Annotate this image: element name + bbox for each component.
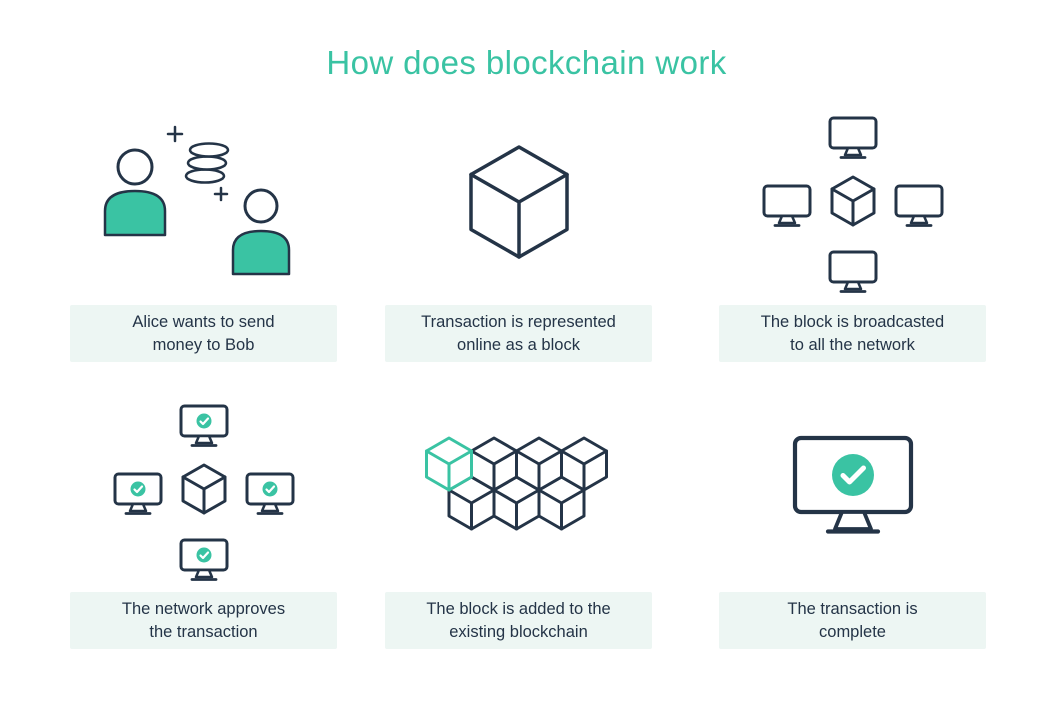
caption-line: money to Bob — [152, 335, 255, 354]
caption-line: The network approves — [121, 599, 286, 618]
network-approved-icon — [113, 404, 294, 581]
caption-line: Transaction is represented — [421, 312, 616, 331]
caption-line: online as a block — [457, 335, 580, 354]
panel-broadcast: The block is broadcasted to all the netw… — [719, 98, 986, 362]
monitor-check-icon — [792, 435, 913, 534]
caption-line: to all the network — [790, 335, 915, 354]
icon-area — [385, 98, 652, 305]
block-cube-icon — [468, 144, 569, 259]
page-title: How does blockchain work — [326, 44, 727, 81]
caption-line: The block is broadcasted — [760, 312, 945, 331]
caption-box: The block is broadcasted to all the netw… — [719, 305, 986, 362]
caption-box: The block is added to the existing block… — [385, 592, 652, 649]
caption-box: The network approves the transaction — [70, 592, 337, 649]
blockchain-cubes-icon — [424, 436, 608, 531]
people-coins-icon — [103, 125, 290, 275]
icon-area — [385, 388, 652, 592]
icon-area — [70, 98, 337, 305]
icon-area — [719, 98, 986, 305]
caption-line: the transaction — [149, 622, 258, 641]
caption-box: The transaction is complete — [719, 592, 986, 649]
panel-alice-bob: Alice wants to send money to Bob — [70, 98, 337, 362]
panel-complete: The transaction is complete — [719, 388, 986, 649]
caption-line: The transaction is — [787, 599, 918, 618]
panel-block: Transaction is represented online as a b… — [385, 98, 652, 362]
icon-area — [719, 388, 986, 592]
caption-box: Alice wants to send money to Bob — [70, 305, 337, 362]
panel-chain: The block is added to the existing block… — [385, 388, 652, 649]
network-broadcast-icon — [762, 116, 943, 293]
caption-box: Transaction is represented online as a b… — [385, 305, 652, 362]
caption-line: Alice wants to send — [132, 312, 275, 331]
caption-line: complete — [819, 622, 886, 641]
panel-approve: The network approves the transaction — [70, 388, 337, 649]
caption-line: existing blockchain — [449, 622, 588, 641]
caption-line: The block is added to the — [426, 599, 611, 618]
icon-area — [70, 388, 337, 592]
